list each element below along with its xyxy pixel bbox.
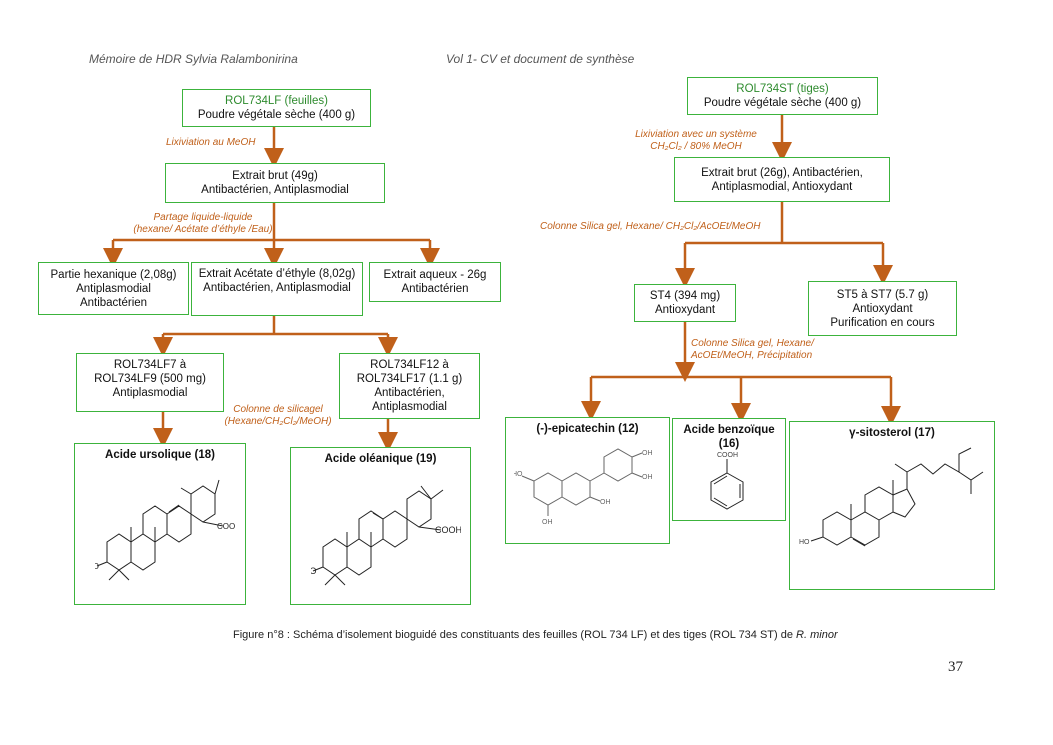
lf-f7-l3: Antiplasmodial (112, 387, 188, 399)
svg-text:OH: OH (542, 519, 553, 526)
compound-17-box: γ-sitosterol (17) HO (789, 421, 995, 590)
page-number: 37 (948, 659, 963, 675)
lf-step3-l1: Colonne de silicagel (233, 404, 323, 415)
lf-ethyl-l1: Extrait Acétate d’éthyle (8,02g) (198, 268, 356, 280)
st5-l2: Antioxydant (852, 302, 913, 315)
st-step3-l2: AcOEt/MeOH, Précipitation (691, 350, 813, 361)
lf-step3-label: Colonne de silicagel (Hexane/CH₂Cl₂/MeOH… (222, 404, 334, 428)
lf-crude-box: Extrait brut (49g) Antibactérien, Antipl… (165, 163, 385, 203)
st-root-box: ROL734ST (tiges) Poudre végétale sèche (… (687, 77, 878, 115)
st-step1-l1: Lixiviation avec un système (635, 129, 757, 140)
st4-l2: Antioxydant (654, 304, 716, 316)
header-right: Vol 1- CV et document de synthèse (446, 52, 635, 66)
svg-text:OH: OH (600, 499, 611, 506)
lf-f7-l1: ROL734LF7 à (113, 359, 187, 371)
compound-12-name: (-)-epicatechin (12) (536, 423, 639, 435)
st-root-code: ROL734ST (tiges) (736, 83, 829, 95)
lf-f12-l2: ROL734LF17 (1.1 g) (356, 373, 463, 385)
compound-12-box: (-)-epicatechin (12) HO OH OH OH OH (505, 417, 670, 544)
epicatechin-structure-icon: HO OH OH OH OH (514, 448, 653, 526)
st5-l3: Purification en cours (830, 316, 935, 329)
compound-19-box: Acide oléanique (19) COOH HO (290, 447, 471, 605)
lf-hexane-l2: Antiplasmodial (76, 282, 151, 295)
lf-hexane-box: Partie hexanique (2,08g) Antiplasmodial … (38, 262, 189, 315)
lf-f7-l2: ROL734LF9 (500 mg) (94, 373, 206, 385)
lf-f12-l3: Antibactérien, (374, 387, 445, 399)
lf-f12-l1: ROL734LF12 à (370, 359, 449, 371)
st-step1-l2: CH₂Cl₂ / 80% MeOH (650, 141, 742, 152)
lf-hexane-l1: Partie hexanique (2,08g) (50, 268, 177, 281)
compound-18-box: Acide ursolique (18) COOH HO (74, 443, 246, 605)
svg-text:OH: OH (642, 474, 653, 481)
lf-f12-17-box: ROL734LF12 à ROL734LF17 (1.1 g) Antibact… (339, 353, 480, 419)
lf-aqueous-l1: Extrait aqueux - 26g (383, 269, 487, 281)
caption-species: R. minor (796, 629, 838, 641)
svg-text:OH: OH (642, 450, 653, 457)
st-st4-box: ST4 (394 mg) Antioxydant (634, 284, 736, 322)
lf-root-desc: Poudre végétale sèche (400 g) (197, 109, 356, 121)
lf-step2-l2: (hexane/ Acétate d’éthyle /Eau) (133, 224, 273, 235)
ursolic-acid-structure-icon: COOH HO (95, 479, 235, 581)
lf-step2-label: Partage liquide-liquide (hexane/ Acétate… (118, 212, 288, 236)
lf-hexane-l3: Antibactérien (79, 296, 148, 309)
caption-text: Figure n°8 : Schéma d’isolement bioguidé… (233, 629, 797, 641)
lf-ethyl-box: Extrait Acétate d’éthyle (8,02g) Antibac… (191, 262, 363, 316)
st-root-desc: Poudre végétale sèche (400 g) (703, 97, 862, 109)
lf-step3-l2: (Hexane/CH₂Cl₂/MeOH) (224, 416, 332, 427)
oleanolic-acid-structure-icon: COOH HO (311, 485, 461, 586)
compound-16-l2: (16) (718, 438, 740, 450)
st-step1-label: Lixiviation avec un système CH₂Cl₂ / 80%… (632, 129, 760, 153)
lf-root-code: ROL734LF (feuilles) (225, 95, 328, 107)
st-st5-7-box: ST5 à ST7 (5.7 g) Antioxydant Purificati… (808, 281, 957, 336)
figure-caption: Figure n°8 : Schéma d’isolement bioguidé… (233, 629, 838, 641)
st-crude-l1: Extrait brut (26g), Antibactérien, (701, 166, 863, 179)
lf-aqueous-box: Extrait aqueux - 26g Antibactérien (369, 262, 501, 302)
svg-text:COOH: COOH (217, 522, 235, 531)
svg-text:HO: HO (311, 566, 317, 576)
st4-l1: ST4 (394 mg) (649, 290, 721, 302)
lf-root-box: ROL734LF (feuilles) Poudre végétale sèch… (182, 89, 371, 127)
st5-l1: ST5 à ST7 (5.7 g) (836, 288, 929, 301)
compound-16-box: Acide benzoïque (16) COOH (672, 418, 786, 521)
st-step3-label: Colonne Silica gel, Hexane/ AcOEt/MeOH, … (691, 338, 814, 362)
lf-crude-l2: Antibactérien, Antiplasmodial (201, 184, 349, 196)
svg-text:HO: HO (514, 471, 523, 478)
st-crude-box: Extrait brut (26g), Antibactérien, Antip… (674, 157, 890, 202)
svg-text:HO: HO (95, 562, 99, 571)
lf-aqueous-l2: Antibactérien (401, 283, 469, 295)
lf-f12-l4: Antiplasmodial (372, 401, 447, 413)
benzoic-acid-structure-icon: COOH (710, 452, 744, 510)
st-step3-l1: Colonne Silica gel, Hexane/ (691, 338, 814, 349)
lf-crude-l1: Extrait brut (49g) (232, 170, 318, 182)
header-left: Mémoire de HDR Sylvia Ralambonirina (89, 52, 298, 66)
compound-19-name: Acide oléanique (19) (324, 453, 437, 465)
svg-text:HO: HO (799, 539, 810, 546)
st-crude-l2: Antiplasmodial, Antioxydant (711, 180, 853, 193)
compound-16-l1: Acide benzoïque (683, 424, 775, 436)
st-step2-label: Colonne Silica gel, Hexane/ CH₂Cl₂/AcOEt… (540, 221, 761, 232)
svg-text:COOH: COOH (435, 525, 461, 535)
compound-18-name: Acide ursolique (18) (105, 449, 215, 461)
lf-step1-label: Lixiviation au MeOH (166, 137, 256, 148)
lf-step2-l1: Partage liquide-liquide (153, 212, 253, 223)
lf-ethyl-l2: Antibactérien, Antiplasmodial (203, 282, 351, 294)
sitosterol-structure-icon: HO (799, 447, 984, 547)
lf-f7-9-box: ROL734LF7 à ROL734LF9 (500 mg) Antiplasm… (76, 353, 224, 412)
svg-text:COOH: COOH (717, 452, 738, 459)
compound-17-name: γ-sitosterol (17) (849, 427, 935, 439)
